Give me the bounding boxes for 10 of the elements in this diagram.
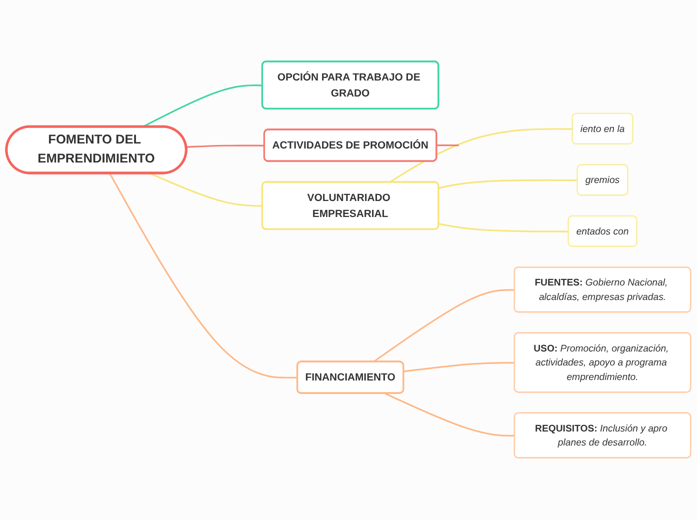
connector-line [436, 144, 459, 146]
connector [372, 290, 515, 363]
connector [404, 362, 515, 373]
connector [438, 180, 578, 190]
connector [109, 173, 298, 379]
connector [150, 173, 263, 208]
connector [186, 145, 265, 148]
connector [438, 223, 569, 233]
connector [389, 128, 573, 184]
connector [384, 393, 515, 437]
